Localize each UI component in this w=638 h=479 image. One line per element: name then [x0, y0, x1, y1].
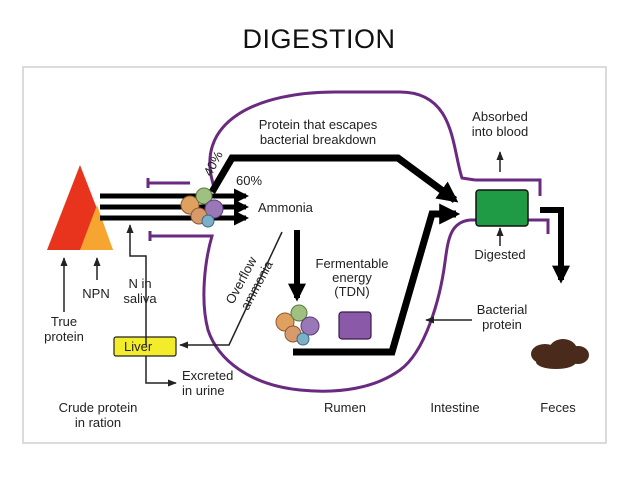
label-excreted-1: Excreted — [182, 368, 233, 383]
tdn-box — [338, 311, 372, 340]
rumen-outline — [208, 90, 476, 191]
liver-box — [113, 336, 177, 357]
label-npn: NPN — [82, 286, 109, 301]
label-crude-2: in ration — [75, 415, 121, 430]
label-protein-escapes-2: bacterial breakdown — [260, 132, 376, 147]
label-absorbed-1: Absorbed — [472, 109, 528, 124]
label-true-2: protein — [44, 329, 84, 344]
label-feces: Feces — [540, 400, 576, 415]
feces-arrow — [540, 207, 570, 284]
label-n-in-1: N in — [128, 276, 151, 291]
label-true-1: True — [51, 314, 77, 329]
label-n-in-2: saliva — [123, 291, 157, 306]
saliva-n-line — [126, 224, 147, 345]
diagram-frame — [22, 66, 607, 444]
bypass-protein-arrow — [208, 154, 459, 203]
label-fermentable-1: Fermentable — [316, 256, 389, 271]
label-fermentable-2: energy — [332, 270, 372, 285]
label-digested: Digested — [474, 247, 525, 262]
page-title: DIGESTION — [242, 24, 396, 54]
label-fermentable-3: (TDN) — [334, 284, 369, 299]
digested-box — [475, 189, 529, 227]
intestine-outline-top — [475, 178, 542, 196]
excreted-line — [145, 356, 177, 387]
label-intestine: Intestine — [430, 400, 479, 415]
bacterial-protein-arrow — [293, 203, 461, 356]
microbe-cluster-top — [180, 187, 224, 228]
label-crude-1: Crude protein — [59, 400, 138, 415]
microbe-cluster-bottom — [275, 304, 320, 346]
label-excreted-2: in urine — [182, 383, 225, 398]
liver-label: Liver — [124, 339, 153, 354]
rumen-outline-lower — [150, 218, 471, 393]
label-bacterial-2: protein — [482, 317, 522, 332]
label-rumen: Rumen — [324, 400, 366, 415]
label-protein-escapes-1: Protein that escapes — [259, 117, 378, 132]
label-pct-60: 60% — [236, 173, 262, 188]
label-absorbed-2: into blood — [472, 124, 528, 139]
label-ammonia: Ammonia — [258, 200, 314, 215]
overflow-ammonia-line — [179, 231, 283, 349]
label-bacterial-1: Bacterial — [477, 302, 528, 317]
feces-blob — [531, 339, 589, 369]
npn-triangle — [80, 205, 113, 250]
